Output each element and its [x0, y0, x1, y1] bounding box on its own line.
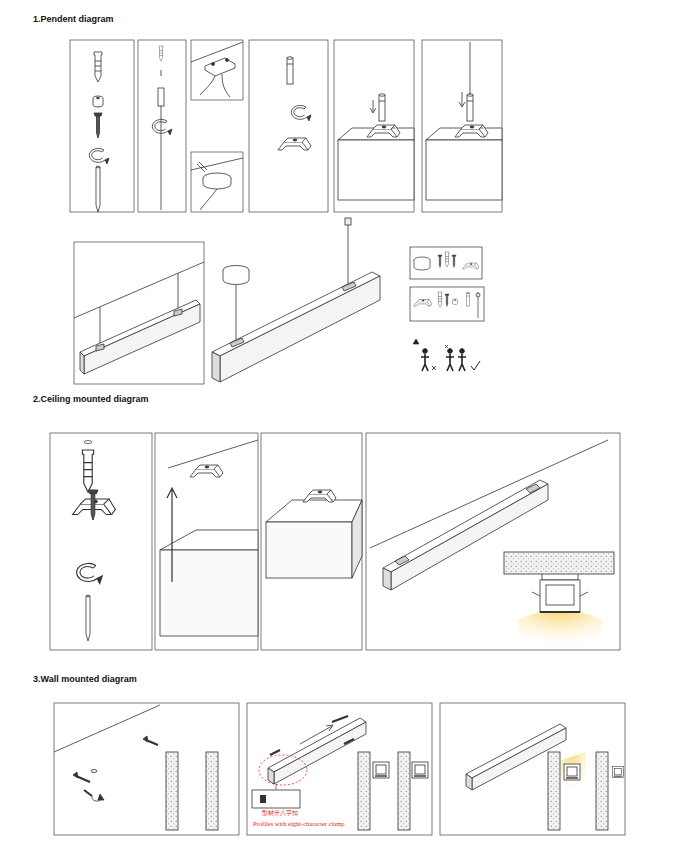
section-heading: 1.Pendent diagram: [33, 14, 114, 24]
section-heading: 3.Wall mounted diagram: [33, 674, 137, 684]
note-text: Profiles with eight-character clamp: [253, 820, 345, 827]
note-text: 型材开八字扣: [262, 810, 298, 817]
section-heading: 2.Ceiling mounted diagram: [33, 394, 149, 404]
